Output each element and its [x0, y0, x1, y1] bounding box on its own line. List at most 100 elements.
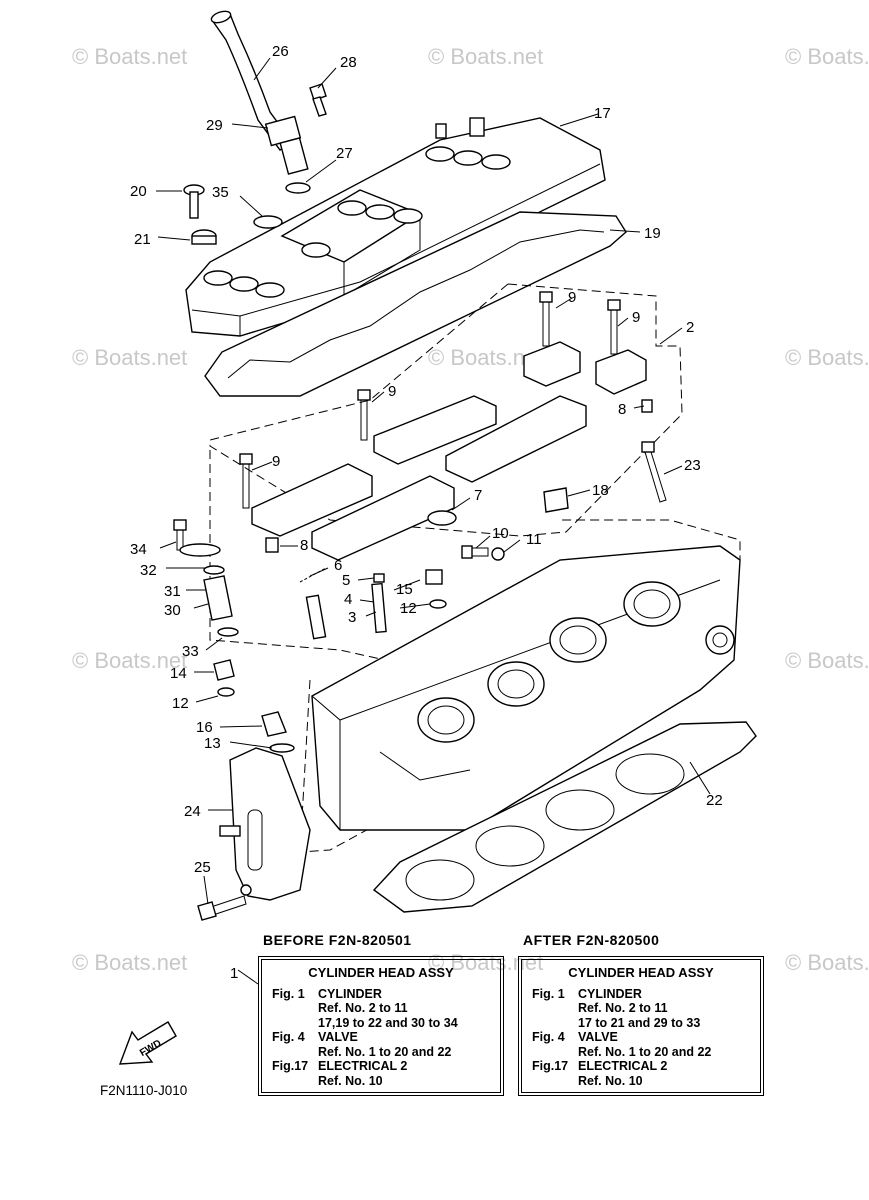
watermark: © Boats.net	[72, 44, 187, 69]
before-assy-box: CYLINDER HEAD ASSY Fig. 1 CYLINDER Ref. N…	[258, 956, 504, 1096]
long-bolt-part	[641, 441, 667, 503]
watermark: © Boats.net	[785, 950, 869, 975]
plug-7-part	[427, 510, 457, 526]
forward-arrow-icon: FWD	[118, 1021, 177, 1065]
callout-26: 26	[272, 43, 289, 60]
camshaft-bolt-part	[239, 291, 621, 509]
after-header: AFTER F2N-820500	[523, 932, 660, 948]
valve-stem-parts	[299, 567, 447, 640]
assy-title: CYLINDER HEAD ASSY	[568, 965, 714, 980]
watermark: © Boats.net	[785, 648, 869, 673]
callout-25: 25	[194, 859, 211, 876]
watermark: © Boats.net	[428, 44, 543, 69]
watermark: © Boats.net	[785, 345, 869, 370]
callout-32: 32	[140, 562, 157, 579]
camshaft-cap-part	[251, 341, 647, 561]
watermark: © Boats.net	[72, 345, 187, 370]
callout-9: 9	[632, 309, 640, 326]
cylinder-head-body-part	[311, 545, 741, 831]
callout-14: 14	[170, 665, 187, 682]
fig-name: CYLINDER	[318, 986, 382, 1001]
callout-16: 16	[196, 719, 213, 736]
collar-18-part	[543, 487, 569, 513]
left-fittings-part	[173, 519, 295, 753]
bolt-28-part	[309, 83, 327, 117]
head-group-outline	[299, 559, 721, 853]
callout-labels: 26 28 29 27 17 20 35 21 19 9 9 2 9 8 9 2…	[130, 43, 723, 982]
bolt-20-part	[183, 184, 205, 219]
callout-18: 18	[592, 482, 609, 499]
callout-15: 15	[396, 581, 413, 598]
fig-label: Fig.17	[272, 1059, 309, 1073]
callout-23: 23	[684, 457, 701, 474]
ref-line: Ref. No. 1 to 20 and 22	[578, 1044, 712, 1059]
callout-12: 12	[172, 695, 189, 712]
callout-9: 9	[388, 383, 396, 400]
ref-line: 17 to 21 and 29 to 33	[578, 1015, 701, 1030]
callout-30: 30	[164, 602, 181, 619]
callout-19: 19	[644, 225, 661, 242]
callout-6: 6	[334, 557, 342, 574]
watermark: © Boats.net	[72, 950, 187, 975]
callout-33: 33	[182, 643, 199, 660]
watermark: © Boats.net	[785, 44, 869, 69]
grommet-21-part	[191, 229, 217, 245]
camshaft-group-outline	[209, 283, 683, 537]
callout-9: 9	[272, 453, 280, 470]
callout-24: 24	[184, 803, 201, 820]
callout-13: 13	[204, 735, 221, 752]
cap-35-part	[253, 215, 283, 229]
callout-31: 31	[164, 583, 181, 600]
fig-name: VALVE	[578, 1030, 618, 1044]
callout-20: 20	[130, 183, 147, 200]
cover-plate-part	[219, 747, 311, 901]
callout-2: 2	[686, 319, 694, 336]
fig-label: Fig. 4	[532, 1030, 565, 1044]
assy-title: CYLINDER HEAD ASSY	[308, 965, 454, 980]
ref-line: Ref. No. 1 to 20 and 22	[318, 1044, 452, 1059]
callout-22: 22	[706, 792, 723, 809]
fig-label: Fig.17	[532, 1059, 569, 1073]
callout-29: 29	[206, 117, 223, 134]
cover-gasket-part	[204, 211, 627, 397]
callout-21: 21	[134, 231, 151, 248]
leader-lines	[156, 57, 711, 985]
fig-name: ELECTRICAL 2	[578, 1059, 668, 1073]
fig-name: ELECTRICAL 2	[318, 1059, 408, 1073]
callout-12: 12	[400, 600, 417, 617]
fig-label: Fig. 1	[532, 986, 565, 1001]
head-gasket-part	[372, 721, 757, 913]
breather-hose-part	[210, 10, 309, 175]
fig-label: Fig. 1	[272, 986, 305, 1001]
watermark: © Boats.net	[72, 648, 187, 673]
callout-27: 27	[336, 145, 353, 162]
callout-9: 9	[568, 289, 576, 306]
fig-label: Fig. 4	[272, 1030, 305, 1044]
bolt-25-part	[197, 895, 247, 921]
callout-17: 17	[594, 105, 611, 122]
o-ring-27-part	[285, 182, 311, 194]
callout-1: 1	[230, 965, 238, 982]
ref-line: Ref. No. 10	[318, 1073, 383, 1088]
ref-line: Ref. No. 2 to 11	[318, 1001, 408, 1015]
ref-line: Ref. No. 2 to 11	[578, 1001, 668, 1015]
bolt-10-part	[461, 545, 489, 559]
ref-line: Ref. No. 10	[578, 1073, 643, 1088]
callout-35: 35	[212, 184, 229, 201]
watermark: © Boats.net	[428, 950, 543, 975]
callout-8: 8	[300, 537, 308, 554]
callout-34: 34	[130, 541, 147, 558]
ref-line: 17,19 to 22 and 30 to 34	[318, 1015, 458, 1030]
callout-28: 28	[340, 54, 357, 71]
callout-7: 7	[474, 487, 482, 504]
callout-11: 11	[526, 531, 542, 548]
callout-8: 8	[618, 401, 626, 418]
callout-10: 10	[492, 525, 509, 542]
callout-3: 3	[348, 609, 356, 626]
callout-5: 5	[342, 572, 350, 589]
washer-11-part	[491, 547, 505, 561]
dowel-pin-part	[265, 537, 279, 553]
before-header: BEFORE F2N-820501	[263, 932, 412, 948]
